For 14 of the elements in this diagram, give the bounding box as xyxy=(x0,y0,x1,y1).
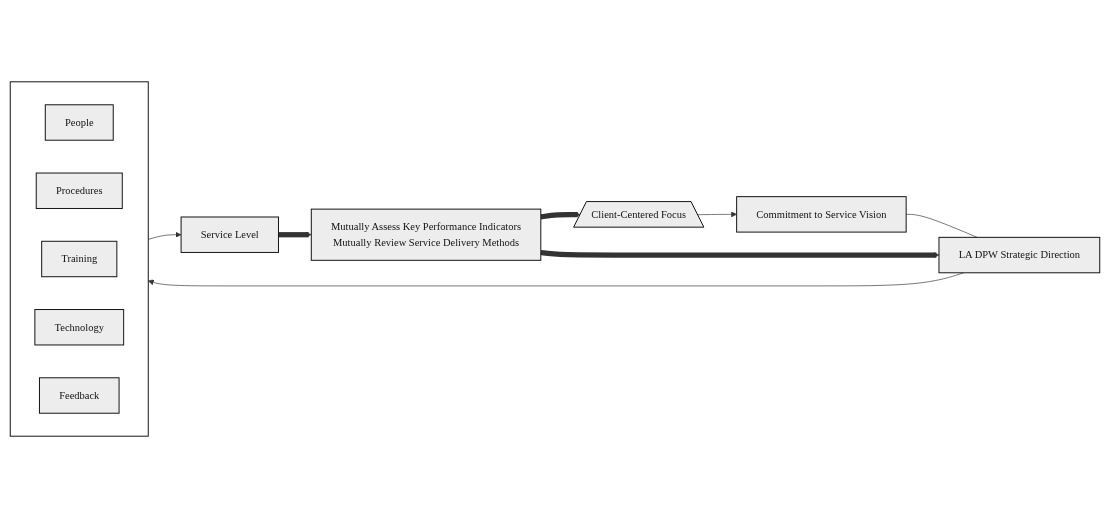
cluster xyxy=(9,81,149,437)
node-box: People xyxy=(44,104,114,141)
node-box: LA DPW Strategic Direction xyxy=(938,236,1101,274)
arrow xyxy=(540,249,940,258)
node-box: Procedures xyxy=(35,172,123,209)
arrow xyxy=(278,231,312,238)
node-box: Technology xyxy=(34,309,125,346)
arrow xyxy=(540,211,581,220)
node-box: Service Level xyxy=(180,216,279,253)
connector xyxy=(905,214,978,238)
node-box: Mutually Assess Key Performance Indicators Mutually Review Service Delivery Methods xyxy=(310,208,542,261)
node-box: Feedback xyxy=(38,377,120,414)
node-box: Training xyxy=(41,240,118,278)
node-box: Commitment to Service Vision xyxy=(736,196,907,233)
